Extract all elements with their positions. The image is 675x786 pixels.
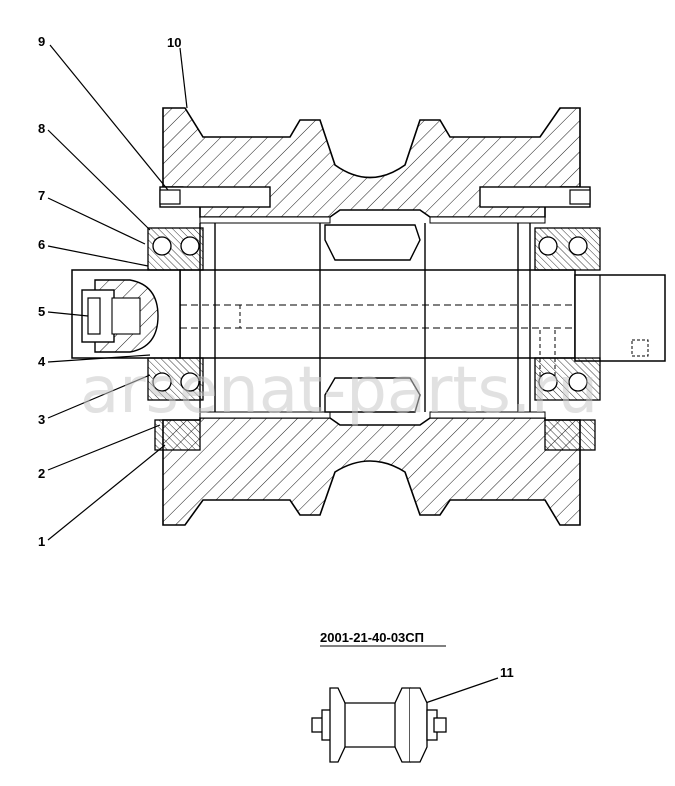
roller-body-lower — [162, 417, 581, 526]
leader-lines — [47, 44, 499, 711]
roller-thumbnail — [311, 687, 447, 763]
callout-6: 6 — [38, 237, 45, 252]
callout-8: 8 — [38, 121, 45, 136]
callout-11: 11 — [500, 665, 514, 680]
axle — [179, 269, 576, 359]
pin-left — [154, 419, 201, 451]
bore-sleeve-left-low — [199, 411, 331, 419]
watermark: arsenat-parts.ru — [80, 354, 598, 428]
bore-sleeve-right — [429, 216, 546, 224]
callout-4: 4 — [38, 354, 46, 369]
callout-3: 3 — [38, 412, 45, 427]
callout-7: 7 — [38, 188, 45, 203]
callout-10: 10 — [167, 35, 181, 50]
shaft-end-right — [574, 274, 666, 362]
callout-2: 2 — [38, 466, 45, 481]
oil-chamber-upper — [324, 224, 421, 261]
drawing-code: 2001-21-40-03СП — [320, 630, 424, 645]
bore-sleeve-left — [199, 216, 331, 224]
callout-1: 1 — [38, 534, 45, 549]
callout-5: 5 — [38, 304, 45, 319]
bore-sleeve-right-low — [429, 411, 546, 419]
pin-right — [544, 419, 596, 451]
callout-9: 9 — [38, 34, 45, 49]
oil-chamber-lower — [324, 377, 421, 413]
